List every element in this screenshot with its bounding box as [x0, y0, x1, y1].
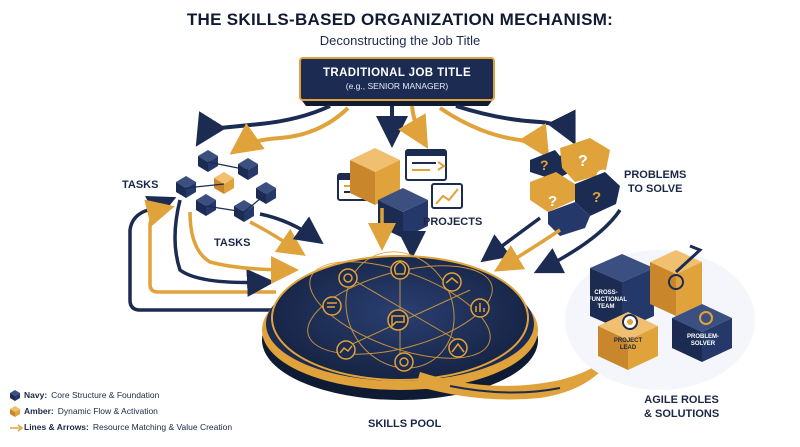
job-title-box: TRADITIONAL JOB TITLE (e.g., SENIOR MANA…	[306, 63, 488, 99]
team-line1: CROSS-	[594, 290, 618, 296]
job-title-example: (e.g., SENIOR MANAGER)	[345, 81, 449, 91]
tasks-label-bottom: TASKS	[214, 237, 251, 249]
left-feedback-arrows	[128, 195, 324, 312]
navy-cube-icon	[10, 390, 20, 401]
problems-puzzle-cluster: ? ? ? ?	[530, 138, 620, 236]
skills-pool-disk	[262, 251, 538, 400]
legend-item-lines: Lines & Arrows: Resource Matching & Valu…	[24, 422, 232, 432]
agile-roles-label: AGILE ROLES & SOLUTIONS	[644, 393, 719, 421]
legend-lines-text: Resource Matching & Value Creation	[92, 422, 233, 432]
tasks-cube-cluster	[176, 150, 276, 222]
legend-amber-text: Dynamic Flow & Activation	[57, 406, 158, 416]
problems-label-line2: TO SOLVE	[627, 183, 683, 195]
job-title-main: TRADITIONAL JOB TITLE	[322, 67, 472, 79]
agile-roles-label-line1: AGILE ROLES	[644, 394, 719, 406]
page-subtitle: Deconstructing the Job Title	[319, 33, 481, 48]
legend-navy-text: Core Structure & Foundation	[51, 390, 160, 400]
distribution-arrows	[195, 104, 576, 159]
projects-label: PROJECTS	[423, 216, 483, 228]
problems-label-line1: PROBLEMS	[624, 169, 687, 181]
tasks-label-top: TASKS	[122, 179, 159, 191]
svg-text:?: ?	[578, 153, 588, 170]
lead-line1: PROJECT	[613, 338, 643, 344]
legend-item-amber: Amber: Dynamic Flow & Activation	[24, 406, 158, 416]
lead-line2: LEAD	[619, 345, 637, 351]
solver-line1: PROBLEM-	[687, 334, 719, 340]
svg-text:?: ?	[548, 193, 557, 210]
problem-solver-label: PROBLEM- SOLVER	[680, 334, 726, 348]
agile-roles-cluster	[565, 244, 755, 390]
upper-feedback-arrows	[368, 208, 622, 274]
arrow-icon	[10, 424, 24, 432]
svg-text:?: ?	[592, 189, 601, 206]
legend-navy-key: Navy:	[24, 390, 48, 400]
legend-amber-key: Amber:	[24, 406, 54, 416]
solver-line2: SOLVER	[690, 341, 716, 347]
legend-icons	[10, 390, 24, 432]
legend-item-navy: Navy: Core Structure & Foundation	[24, 390, 159, 400]
problems-label: PROBLEMS TO SOLVE	[624, 168, 686, 196]
agile-roles-label-line2: & SOLUTIONS	[644, 408, 720, 420]
job-title-banner	[299, 57, 495, 106]
outcome-arrow	[416, 352, 620, 400]
legend-lines-key: Lines & Arrows:	[24, 422, 89, 432]
project-lead-label: PROJECT LEAD	[606, 338, 650, 352]
amber-cube-icon	[10, 406, 20, 417]
skills-pool-label: SKILLS POOL	[368, 418, 442, 430]
cross-functional-team-label: CROSS- FUNCTIONAL TEAM	[588, 290, 627, 311]
team-line3: TEAM	[597, 304, 615, 310]
page-title: THE SKILLS-BASED ORGANIZATION MECHANISM:	[186, 10, 614, 29]
team-line2: FUNCTIONAL	[588, 297, 627, 303]
svg-text:?: ?	[540, 157, 549, 173]
projects-icon-cluster	[337, 148, 463, 238]
